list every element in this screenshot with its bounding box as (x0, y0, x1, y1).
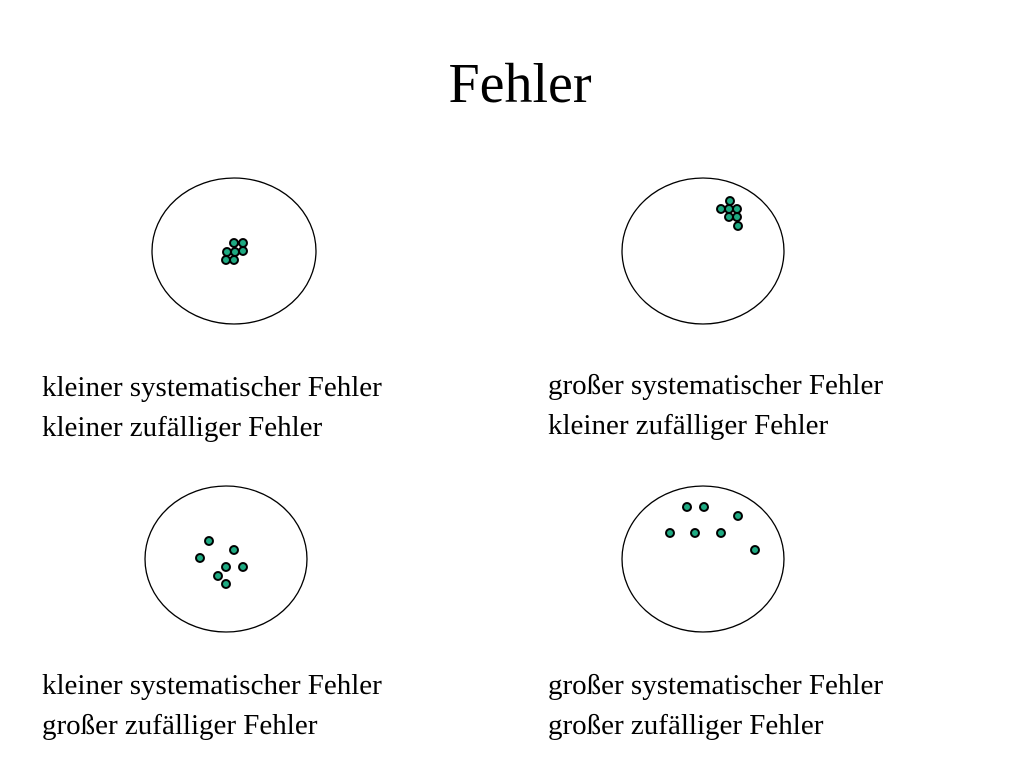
caption-line-systematic: großer systematischer Fehler (548, 369, 884, 401)
caption-line-random: großer zufälliger Fehler (548, 709, 824, 741)
hit-dot (221, 562, 231, 572)
hit-dot (230, 247, 240, 257)
hit-cluster (665, 502, 760, 555)
hit-dot (750, 545, 760, 555)
target-large-systematic-large-random (621, 485, 785, 633)
caption-line-random: großer zufälliger Fehler (42, 709, 318, 741)
hit-dot (238, 562, 248, 572)
hit-dot (725, 196, 735, 206)
hit-dot (733, 221, 743, 231)
caption-line-systematic: kleiner systematischer Fehler (42, 371, 382, 403)
hit-dot (204, 536, 214, 546)
hit-dot (699, 502, 709, 512)
caption-line-systematic: kleiner systematischer Fehler (42, 669, 382, 701)
hit-dot (229, 238, 239, 248)
target-circle (151, 177, 317, 325)
hit-dot (213, 571, 223, 581)
hit-dot (724, 204, 734, 214)
hit-dot (733, 511, 743, 521)
page-title: Fehler (448, 53, 592, 115)
hit-dot (238, 238, 248, 248)
hit-dot (682, 502, 692, 512)
hit-cluster (221, 238, 248, 265)
hit-dot (732, 204, 742, 214)
caption-small-systematic-large-random: kleiner systematischer Fehler großer zuf… (42, 665, 382, 745)
hit-dot (238, 246, 248, 256)
hit-dot (732, 212, 742, 222)
hit-dot (690, 528, 700, 538)
hit-dot (195, 553, 205, 563)
caption-small-systematic-small-random: kleiner systematischer Fehler kleiner zu… (42, 367, 382, 447)
target-small-systematic-small-random (151, 177, 317, 325)
caption-line-random: kleiner zufälliger Fehler (42, 411, 323, 443)
hit-dot (665, 528, 675, 538)
hit-dot (221, 579, 231, 589)
hit-dot (716, 204, 726, 214)
target-small-systematic-large-random (144, 485, 308, 633)
target-large-systematic-small-random (621, 177, 785, 325)
hit-dot (229, 255, 239, 265)
target-circle (621, 177, 785, 325)
hit-dot (221, 255, 231, 265)
target-circle (144, 485, 308, 633)
hit-dot (229, 545, 239, 555)
caption-line-random: kleiner zufälliger Fehler (548, 409, 829, 441)
target-circle (621, 485, 785, 633)
hit-cluster (195, 536, 248, 589)
caption-large-systematic-small-random: großer systematischer Fehler kleiner zuf… (548, 365, 883, 445)
hit-dot (716, 528, 726, 538)
hit-dot (724, 212, 734, 222)
hit-cluster (716, 196, 743, 231)
hit-dot (222, 247, 232, 257)
caption-large-systematic-large-random: großer systematischer Fehler großer zufä… (548, 665, 883, 745)
caption-line-systematic: großer systematischer Fehler (548, 669, 884, 701)
